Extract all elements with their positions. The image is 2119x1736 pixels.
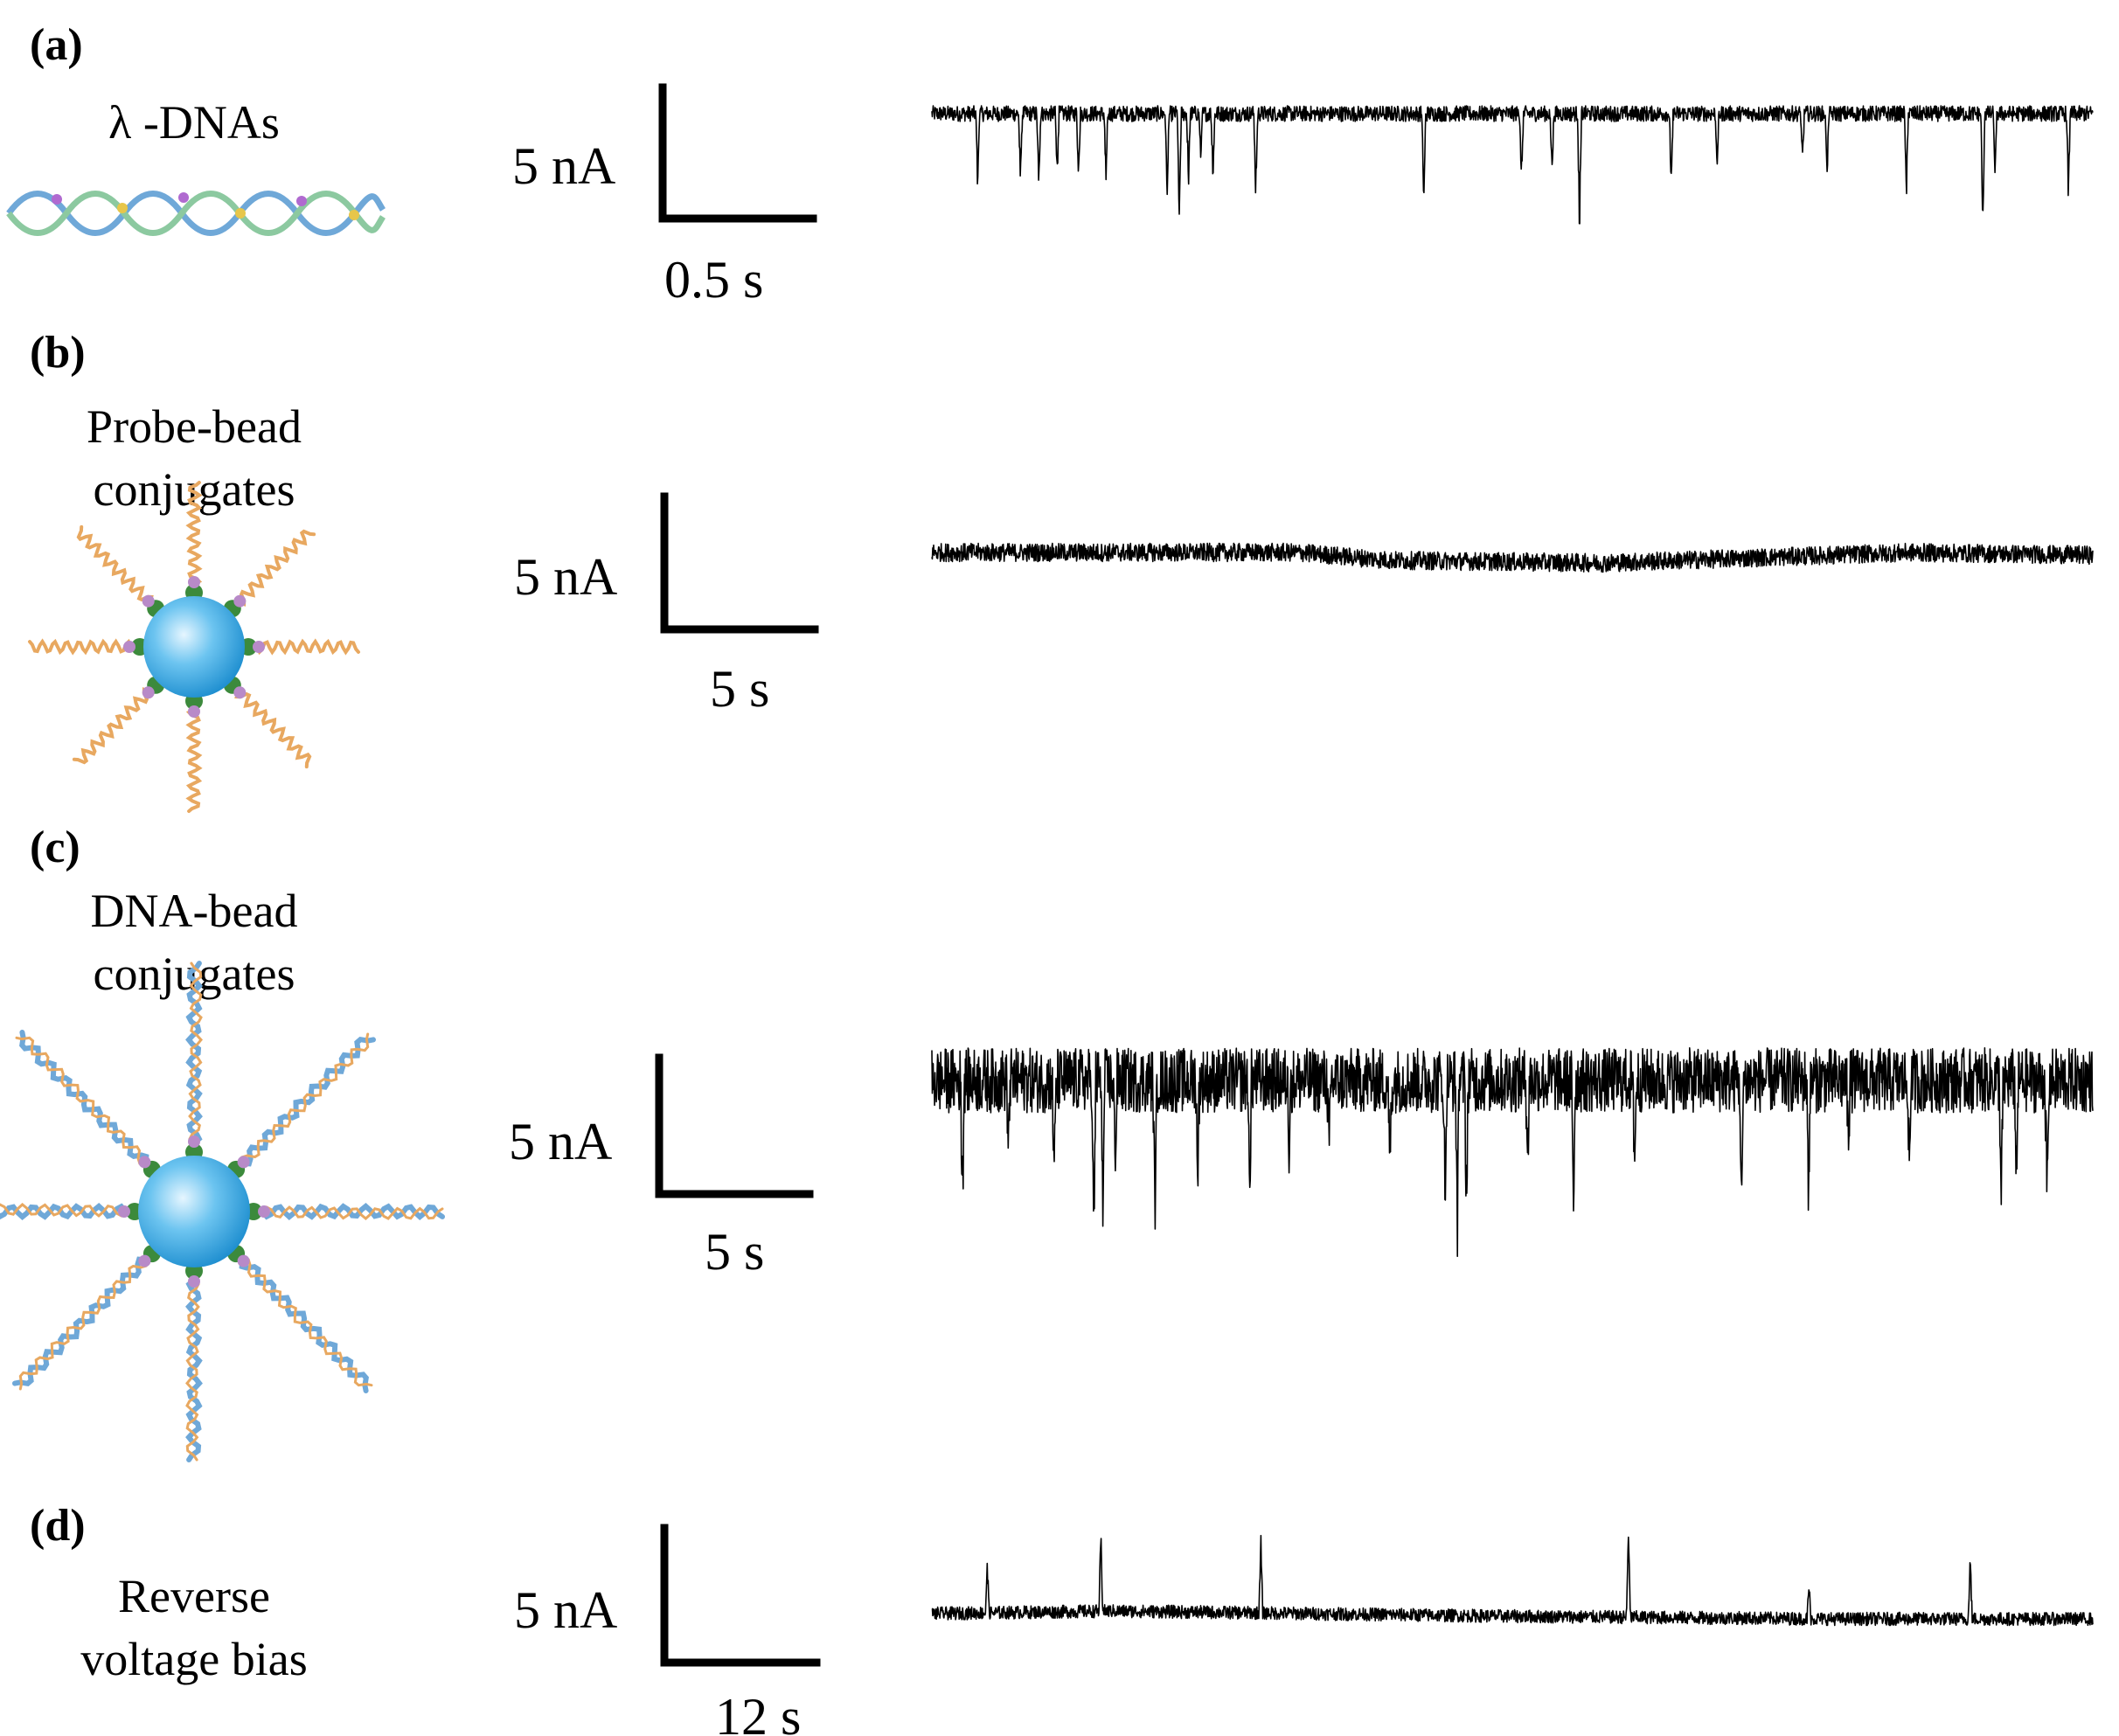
dna-bead-icon xyxy=(0,961,445,1462)
panel-d: (d) Reverse voltage bias 5 nA 12 s xyxy=(30,1501,2094,1736)
panel-label: (d) xyxy=(30,1501,86,1551)
scale-bar: 5 nA 5 s xyxy=(509,1053,814,1281)
scale-bar: 5 nA 0.5 s xyxy=(512,83,817,309)
scale-x-label: 0.5 s xyxy=(664,251,763,309)
scale-y-label: 5 nA xyxy=(514,1581,617,1639)
panel-a: (a) λ -DNAs 5 nA 0.5 s xyxy=(6,20,2094,309)
scale-x-label: 12 s xyxy=(715,1688,801,1736)
scale-bar: 5 nA 12 s xyxy=(514,1524,821,1736)
panel-description: DNA-bead xyxy=(91,885,298,937)
scale-y-label: 5 nA xyxy=(509,1113,612,1170)
panel-label: (a) xyxy=(30,20,83,70)
current-trace xyxy=(931,1534,2094,1627)
dna-helix-icon xyxy=(6,191,386,236)
panel-description: Probe-bead xyxy=(87,400,302,453)
scale-x-label: 5 s xyxy=(710,660,769,718)
scale-y-label: 5 nA xyxy=(512,137,615,195)
panel-description: voltage bias xyxy=(80,1633,307,1685)
panel-b: (b) Probe-bead conjugates 5 nA 5 s xyxy=(28,328,2094,813)
current-trace xyxy=(931,542,2094,573)
trace-d xyxy=(931,1534,2094,1627)
scale-y-label: 5 nA xyxy=(514,548,617,606)
scale-x-label: 5 s xyxy=(705,1223,764,1281)
panel-label: (c) xyxy=(30,823,80,872)
panel-description: Reverse xyxy=(118,1570,270,1622)
panel-label: (b) xyxy=(30,328,86,378)
trace-b xyxy=(931,542,2094,573)
current-trace xyxy=(931,105,2094,225)
panel-c: (c) DNA-bead conjugates 5 nA 5 s xyxy=(0,823,2094,1462)
trace-a xyxy=(931,105,2094,225)
current-trace xyxy=(931,1047,2094,1257)
panel-description: conjugates xyxy=(94,463,295,516)
probe-bead-icon xyxy=(28,481,360,813)
trace-c xyxy=(931,1047,2094,1257)
scale-bar: 5 nA 5 s xyxy=(514,492,819,718)
panel-description: λ -DNAs xyxy=(108,96,280,149)
